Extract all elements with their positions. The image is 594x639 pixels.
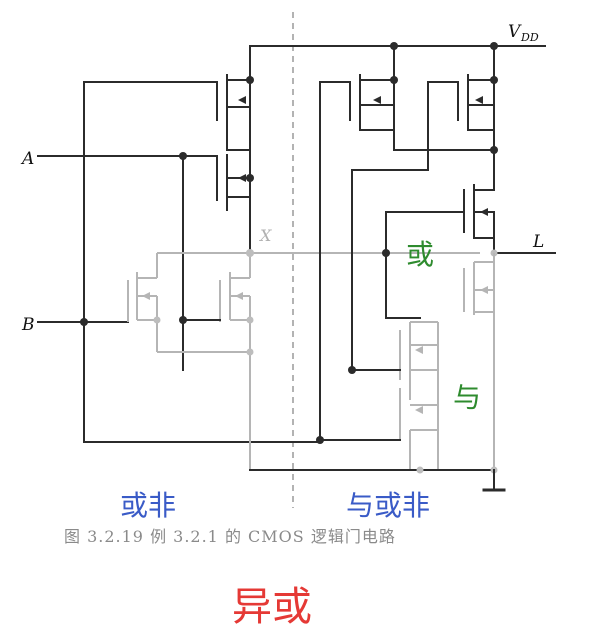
pmos-pair-middle bbox=[316, 74, 498, 444]
input-b-label: B bbox=[21, 315, 35, 335]
annotation-nor: 或非 bbox=[120, 489, 177, 522]
annotation-or: 或 bbox=[406, 238, 435, 271]
annotation-and: 与 bbox=[453, 381, 482, 414]
nmos-pair-left bbox=[127, 249, 480, 470]
output-l-label: L bbox=[532, 232, 544, 252]
node-x-label: X bbox=[258, 226, 272, 245]
nmos-and-chain bbox=[319, 321, 439, 470]
vdd-rail bbox=[249, 42, 546, 81]
input-b-wire bbox=[37, 81, 321, 443]
annotation-xor: 异或 bbox=[232, 584, 312, 630]
vdd-subscript: DD bbox=[520, 31, 539, 44]
node-x-wire bbox=[382, 211, 465, 319]
figure-caption: 图 3.2.19 例 3.2.1 的 CMOS 逻辑门电路 bbox=[64, 527, 396, 546]
annotation-and-or-nor: 与或非 bbox=[346, 489, 431, 522]
input-a-label: A bbox=[20, 149, 34, 169]
vdd-label: V bbox=[508, 22, 522, 42]
ground-rail bbox=[249, 466, 506, 492]
input-a-wire bbox=[37, 152, 218, 371]
nmos-output bbox=[463, 253, 495, 470]
pmos-output bbox=[463, 149, 556, 257]
pmos-stack-left bbox=[216, 74, 254, 254]
